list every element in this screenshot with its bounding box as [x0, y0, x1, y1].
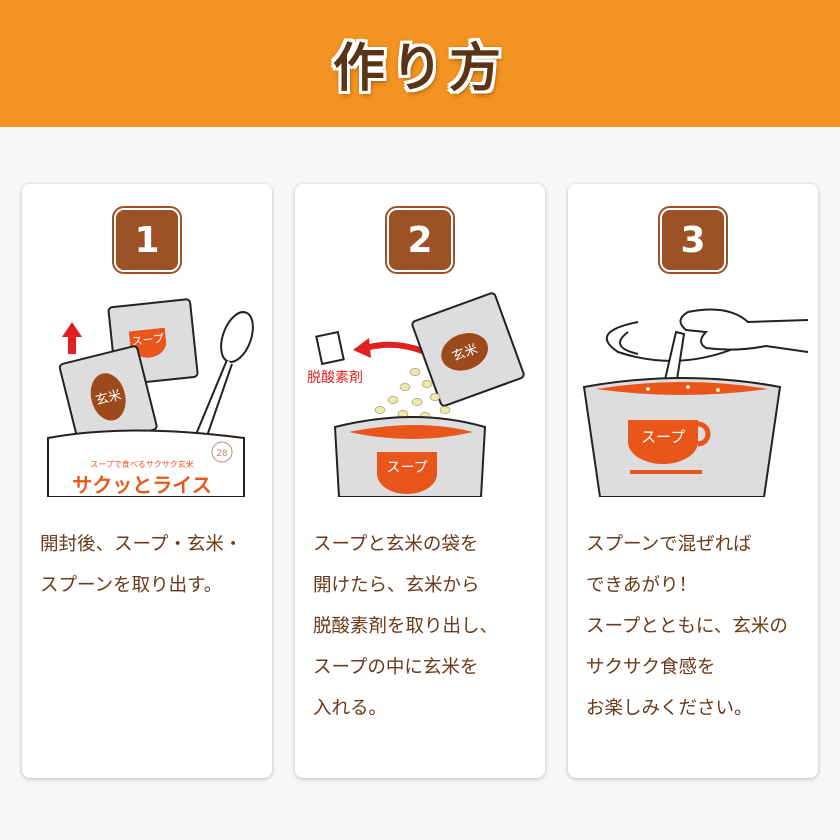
description-line: スプーンを取り出す。 — [40, 575, 223, 596]
description-line: スープの中に玄米を — [313, 657, 479, 678]
step-1-illustration: スープ 玄米 スープで食べるサクサク玄米 サクッとライス 28 — [32, 292, 262, 497]
description-line: 入れる。 — [313, 698, 388, 719]
oxygen-absorber-icon — [315, 330, 345, 366]
svg-text:脱酸素剤: 脱酸素剤 — [307, 370, 363, 386]
step-description: 開封後、スープ・玄米・ スプーンを取り出す。 — [40, 524, 262, 606]
header-banner: 作り方 — [0, 0, 840, 127]
description-line: スプーンで混ぜれば — [586, 534, 752, 555]
step-card-3: 3 スープ スプーンで混ぜれば できあがり！ スープとともに、玄米の サクサク食… — [568, 184, 818, 778]
svg-text:サクッとライス: サクッとライス — [72, 473, 211, 497]
description-line: できあがり！ — [586, 575, 698, 596]
step-card-2: 2 脱酸素剤 玄米 スープ スープと玄米の袋を 開けたら、玄米から 脱酸素剤を取… — [295, 184, 545, 778]
step-3-illustration: スープ — [578, 292, 808, 497]
step-description: スプーンで混ぜれば できあがり！ スープとともに、玄米の サクサク食感を お楽し… — [586, 524, 808, 729]
svg-text:スープ: スープ — [641, 428, 685, 446]
step-2-illustration: 脱酸素剤 玄米 スープ — [305, 292, 535, 497]
description-line: スープと玄米の袋を — [313, 534, 479, 555]
step-card-1: 1 スープ 玄米 スープで食べるサクサク玄米 サクッとライス 28 開封後、スー… — [22, 184, 272, 778]
spoon-icon — [195, 311, 254, 439]
rice-packet-icon: 玄米 — [411, 292, 525, 407]
description-line: 脱酸素剤を取り出し、 — [313, 616, 499, 637]
left-arrow-icon — [364, 341, 427, 355]
step-description: スープと玄米の袋を 開けたら、玄米から 脱酸素剤を取り出し、 スープの中に玄米を… — [313, 524, 535, 729]
stir-motion-icon — [605, 321, 739, 362]
rice-packet-icon: 玄米 — [58, 345, 158, 449]
description-line: 開封後、スープ・玄米・ — [40, 534, 243, 555]
description-line: スープとともに、玄米の — [586, 616, 788, 637]
description-line: お楽しみください。 — [586, 698, 753, 719]
step-number-badge: 3 — [658, 206, 728, 274]
description-line: サクサク食感を — [586, 657, 716, 678]
soup-bag-icon: スープ — [333, 416, 487, 497]
step-number-badge: 1 — [112, 206, 182, 274]
product-package: スープで食べるサクサク玄米 サクッとライス 28 — [47, 429, 245, 497]
svg-text:スープで食べるサクサク玄米: スープで食べるサクサク玄米 — [90, 459, 194, 469]
page-title: 作り方 — [332, 39, 507, 99]
up-arrow-icon — [62, 322, 82, 354]
soup-cup-icon: スープ — [582, 377, 782, 497]
svg-text:玄米: 玄米 — [94, 388, 123, 409]
svg-text:スープ: スープ — [386, 460, 427, 476]
svg-text:28: 28 — [216, 449, 228, 459]
description-line: 開けたら、玄米から — [313, 575, 480, 596]
step-number-badge: 2 — [385, 206, 455, 274]
svg-text:スープ: スープ — [131, 332, 165, 348]
hand-icon — [679, 308, 808, 353]
